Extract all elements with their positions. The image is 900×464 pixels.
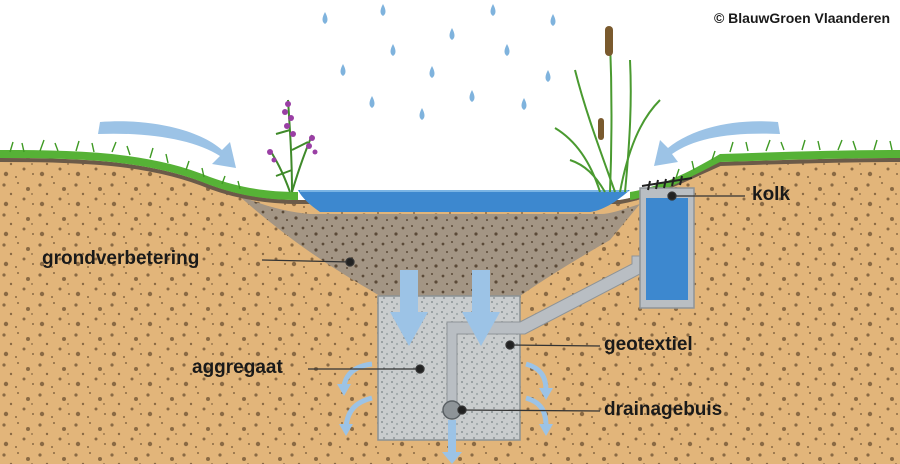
- grass-blades: [9, 139, 893, 190]
- leader-lines: [261, 191, 745, 415]
- kolk-water: [646, 198, 688, 300]
- grass-band-right: [630, 150, 900, 200]
- grass-band: [0, 150, 298, 200]
- label-grondverbetering: grondverbetering: [42, 248, 200, 269]
- label-drainagebuis: drainagebuis: [604, 399, 723, 420]
- copyright-text: © BlauwGroen Vlaanderen: [713, 10, 890, 26]
- flowering-plant: [267, 99, 318, 193]
- rain-drops: [322, 4, 556, 120]
- outflow-arrow: [442, 420, 462, 464]
- seepage-arrow-heads: [337, 384, 553, 436]
- runoff-arrow-right: [654, 121, 780, 166]
- seepage-arrows: [341, 361, 549, 427]
- infiltration-arrows: [390, 270, 500, 346]
- improved-soil-layer: [238, 195, 640, 296]
- label-aggregaat: aggregaat: [192, 357, 283, 378]
- reed-plants: [554, 26, 661, 193]
- label-geotextiel: geotextiel: [604, 334, 693, 355]
- label-kolk: kolk: [752, 184, 791, 205]
- pond-water: [298, 190, 630, 212]
- kolk-grate: [641, 175, 693, 191]
- runoff-arrow-left: [98, 121, 236, 168]
